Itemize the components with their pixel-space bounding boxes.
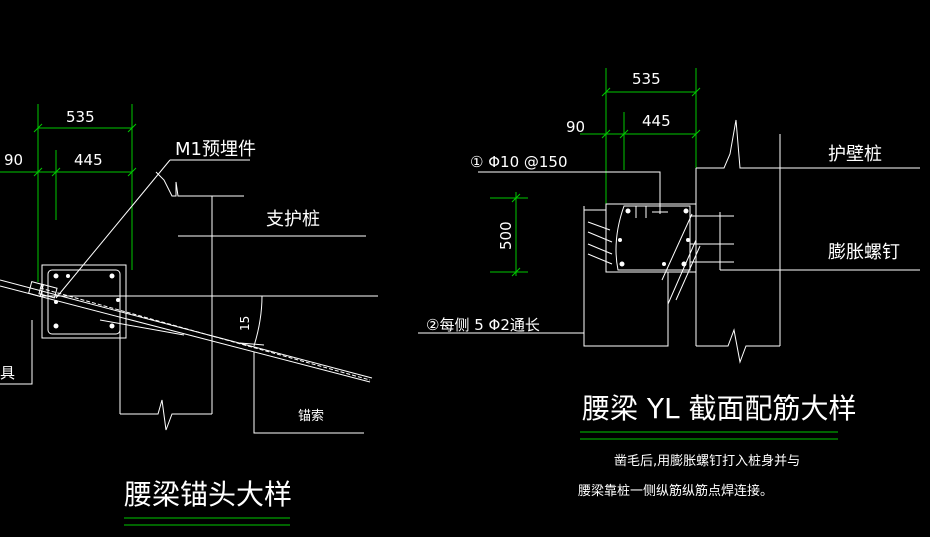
right-beam-stirrup bbox=[615, 205, 691, 271]
right-label-stirrup: ① Φ10 @150 bbox=[470, 153, 568, 171]
left-detail: 535 445 90 M1预埋件 bbox=[0, 104, 378, 526]
right-stirrup-leader bbox=[478, 171, 661, 214]
right-dim-445: 445 bbox=[642, 112, 671, 130]
left-title: 腰梁锚头大样 bbox=[124, 478, 292, 511]
right-note-line2: 腰梁靠桩一侧纵筋纵筋点焊连接。 bbox=[578, 483, 773, 499]
left-dim-535: 535 bbox=[66, 108, 95, 126]
right-expansion-bolts bbox=[690, 212, 920, 271]
left-support-pile bbox=[119, 171, 366, 431]
left-anchor-head bbox=[28, 281, 58, 299]
left-anchor-cable-leader bbox=[253, 352, 364, 434]
right-excavation-outline bbox=[583, 206, 669, 347]
left-dim-445: 445 bbox=[74, 151, 103, 169]
right-detail: 535 445 90 500 护壁桩 bbox=[418, 68, 920, 499]
left-label-anchorage-partial: 具 bbox=[0, 364, 15, 382]
left-m1-leader bbox=[55, 159, 171, 299]
left-anchor-cable bbox=[0, 279, 373, 383]
right-waist-beam-section bbox=[605, 203, 697, 273]
left-label-pile: 支护桩 bbox=[266, 209, 320, 230]
right-title: 腰梁 YL 截面配筋大样 bbox=[582, 392, 857, 425]
left-label-anchor-cable: 锚索 bbox=[298, 409, 324, 424]
right-label-long-bar: ②每侧 5 Φ2通长 bbox=[426, 316, 540, 334]
right-dim-500: 500 bbox=[497, 221, 515, 250]
left-dimension-lines bbox=[0, 104, 137, 282]
right-beam-rebars bbox=[618, 208, 690, 267]
right-wall-pile bbox=[695, 119, 920, 364]
left-label-angle: 15 bbox=[238, 316, 252, 331]
right-dimension-lines bbox=[490, 68, 701, 277]
right-label-expansion-bolt: 膨胀螺钉 bbox=[828, 242, 900, 263]
left-dim-90: 90 bbox=[4, 151, 23, 169]
right-dim-90: 90 bbox=[566, 118, 585, 136]
left-angle-arc bbox=[253, 295, 263, 347]
left-waist-beam-section bbox=[41, 264, 127, 339]
right-note-line1: 凿毛后,用膨胀螺钉打入桩身并与 bbox=[614, 453, 800, 469]
left-label-m1: M1预埋件 bbox=[175, 139, 256, 160]
right-label-wall-pile: 护壁桩 bbox=[828, 144, 882, 165]
right-dim-535: 535 bbox=[632, 70, 661, 88]
